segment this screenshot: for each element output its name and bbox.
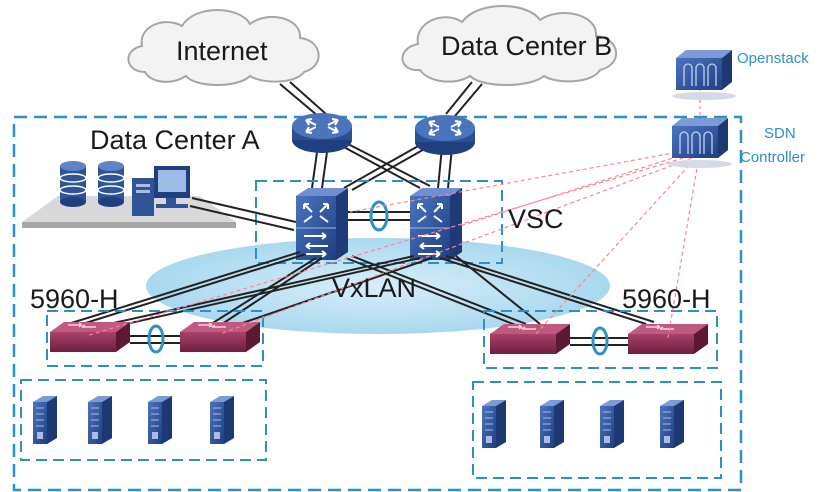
openstack-server-icon [671,49,737,101]
core-lag-links [348,211,410,221]
server-icon [481,399,507,449]
server-icon [599,399,625,449]
leaf-switch-icon [627,323,709,355]
leaf-switch-icon [489,323,571,355]
internet-label: Internet [176,36,268,66]
sdn-label: SDN [764,125,796,142]
core-switch-icon [409,187,463,261]
server-icon [32,395,58,445]
openstack-label: Openstack [737,50,809,67]
storage-icon [59,161,87,207]
leaf-right-label: 5960-H [622,284,711,314]
data-center-b-label: Data Center B [441,31,613,61]
controller-links [85,149,699,339]
leaf-switch-icon [179,321,261,353]
leaf-right-boundary [483,310,718,369]
vsc-label: VSC [508,204,564,234]
servers-right-boundary [472,381,722,479]
server-icon [209,395,235,445]
storage-vsc-link [189,197,297,231]
vxlan-label: VxLAN [332,273,417,303]
server-icon [539,399,565,449]
data-center-a-label: Data Center A [90,125,260,155]
leaf-left-label: 5960-H [30,284,119,314]
server-icon [659,399,685,449]
data-center-b-cloud [401,5,618,86]
router-icon [291,112,353,154]
router-icon [414,114,476,156]
server-icon [147,395,173,445]
leaf-left-boundary [46,310,264,367]
data-center-a-boundary [12,115,743,492]
router-core-links [311,142,453,191]
cloud-router-links [279,81,483,117]
controller-label: Controller [740,149,806,166]
desktop-pc-icon [132,166,190,216]
controller-server-icon [667,117,733,169]
link-aggregation-icon [369,200,389,232]
server-icon [87,395,113,445]
servers-left-boundary [20,379,267,461]
internet-cloud [127,9,320,86]
storage-pc-group [22,161,236,228]
link-aggregation-icon [147,324,165,354]
link-aggregation-icon [591,326,609,356]
core-switch-icon [295,187,349,261]
leaf-lag-links [130,335,628,346]
storage-icon [97,161,125,207]
